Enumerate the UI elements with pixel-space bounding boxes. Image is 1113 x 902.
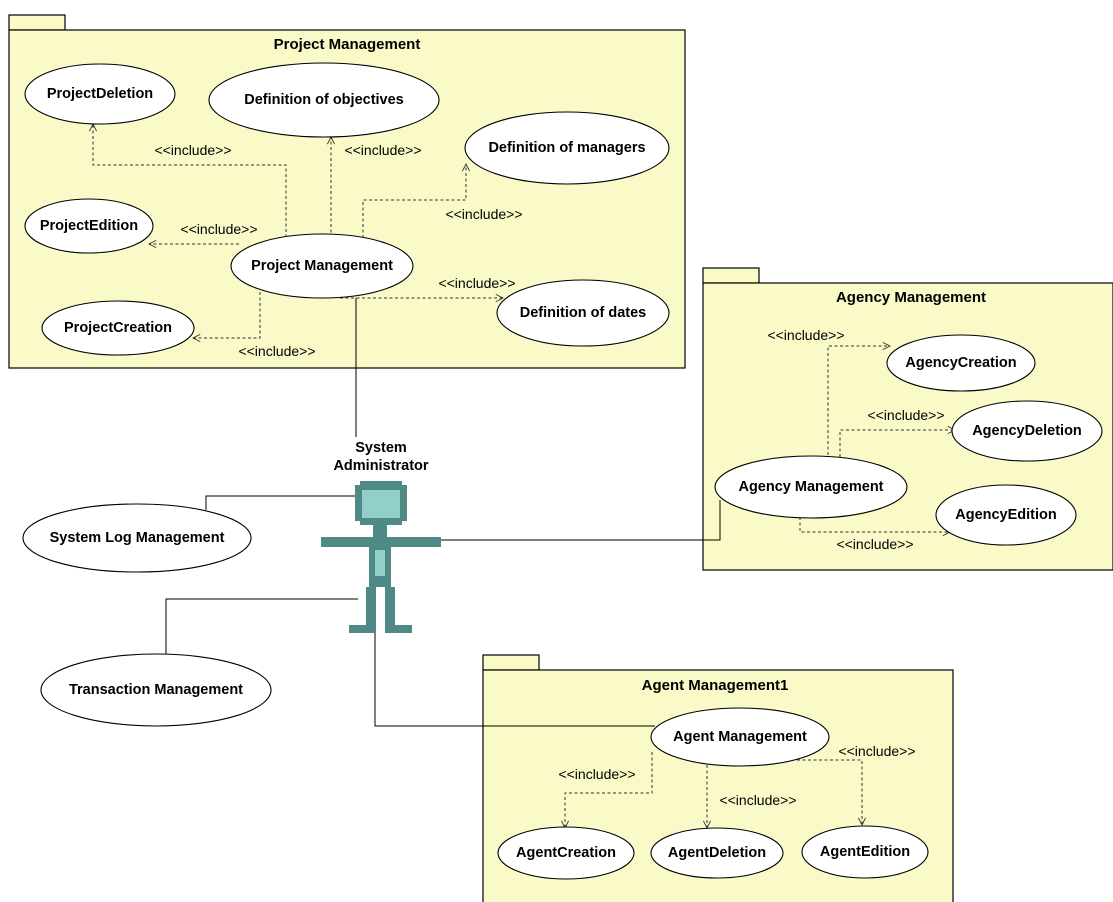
use-case-project-management[interactable]: Project Management bbox=[230, 233, 414, 299]
actor-label-line2: Administrator bbox=[333, 458, 428, 474]
include-label: <<include>> bbox=[838, 743, 915, 759]
use-case-agency-edition[interactable]: AgencyEdition bbox=[935, 484, 1077, 546]
include-label: <<include>> bbox=[344, 142, 421, 158]
include-agent-creation bbox=[565, 752, 653, 828]
include-deletion bbox=[93, 124, 287, 243]
include-labels: <<include>> <<include>> <<include>> <<in… bbox=[154, 142, 944, 808]
include-label: <<include>> bbox=[238, 343, 315, 359]
use-case-definition-of-managers[interactable]: Definition of managers bbox=[464, 111, 670, 185]
include-label: <<include>> bbox=[767, 327, 844, 343]
association-agency-management bbox=[440, 500, 721, 541]
include-label: <<include>> bbox=[836, 536, 913, 552]
package-tab bbox=[702, 267, 760, 284]
include-agency-creation bbox=[827, 346, 890, 455]
agency-include-relations bbox=[799, 346, 955, 532]
use-case-definition-of-objectives[interactable]: Definition of objectives bbox=[208, 62, 440, 138]
svg-text:Definition of dates: Definition of dates bbox=[520, 305, 646, 321]
package-title: Agency Management bbox=[836, 289, 986, 306]
svg-text:System Log Management: System Log Management bbox=[50, 530, 225, 546]
svg-text:ProjectDeletion: ProjectDeletion bbox=[47, 86, 153, 102]
actor-label-line1: System bbox=[355, 440, 407, 456]
use-case-project-creation[interactable]: ProjectCreation bbox=[41, 300, 195, 356]
use-case-project-deletion[interactable]: ProjectDeletion bbox=[24, 63, 176, 125]
package-title: Agent Management1 bbox=[642, 677, 789, 694]
svg-text:Project Management: Project Management bbox=[251, 258, 393, 274]
project-include-relations bbox=[93, 124, 503, 338]
use-case-agent-management[interactable]: Agent Management bbox=[650, 707, 830, 767]
svg-text:AgentCreation: AgentCreation bbox=[516, 845, 616, 861]
svg-text:Transaction Management: Transaction Management bbox=[69, 682, 243, 698]
include-managers bbox=[362, 164, 466, 238]
include-label: <<include>> bbox=[154, 142, 231, 158]
include-label: <<include>> bbox=[445, 206, 522, 222]
package-tab bbox=[482, 654, 540, 671]
svg-text:ProjectCreation: ProjectCreation bbox=[64, 320, 172, 336]
include-label: <<include>> bbox=[438, 275, 515, 291]
svg-text:AgentDeletion: AgentDeletion bbox=[668, 845, 766, 861]
include-label: <<include>> bbox=[180, 221, 257, 237]
use-case-agency-management[interactable]: Agency Management bbox=[714, 455, 908, 519]
use-case-agent-edition[interactable]: AgentEdition bbox=[801, 825, 929, 879]
svg-text:AgencyDeletion: AgencyDeletion bbox=[972, 423, 1082, 439]
association-agent-management bbox=[374, 625, 655, 727]
svg-text:ProjectEdition: ProjectEdition bbox=[40, 218, 138, 234]
include-label: <<include>> bbox=[558, 766, 635, 782]
use-case-agency-creation[interactable]: AgencyCreation bbox=[886, 334, 1036, 392]
svg-text:Definition of objectives: Definition of objectives bbox=[244, 92, 404, 108]
use-case-definition-of-dates[interactable]: Definition of dates bbox=[496, 279, 670, 347]
include-label: <<include>> bbox=[867, 407, 944, 423]
actor-icon bbox=[321, 481, 441, 633]
svg-text:Agency Management: Agency Management bbox=[738, 479, 883, 495]
use-case-agent-creation[interactable]: AgentCreation bbox=[497, 826, 635, 880]
svg-text:Definition of managers: Definition of managers bbox=[488, 140, 645, 156]
associations bbox=[165, 298, 721, 727]
use-case-agency-deletion[interactable]: AgencyDeletion bbox=[951, 400, 1103, 462]
include-label: <<include>> bbox=[719, 792, 796, 808]
svg-text:AgencyEdition: AgencyEdition bbox=[955, 507, 1057, 523]
association-system-log bbox=[205, 495, 357, 510]
package-title: Project Management bbox=[274, 36, 421, 53]
use-case-agent-deletion[interactable]: AgentDeletion bbox=[650, 827, 784, 879]
use-case-system-log-management[interactable]: System Log Management bbox=[22, 503, 252, 573]
association-transaction bbox=[165, 598, 358, 655]
svg-text:AgencyCreation: AgencyCreation bbox=[905, 355, 1016, 371]
svg-text:AgentEdition: AgentEdition bbox=[820, 844, 910, 860]
include-creation bbox=[193, 292, 261, 338]
svg-text:Agent Management: Agent Management bbox=[673, 729, 807, 745]
package-tab bbox=[8, 14, 66, 31]
agent-include-relations bbox=[565, 752, 862, 828]
use-case-transaction-management[interactable]: Transaction Management bbox=[40, 653, 272, 727]
use-case-project-edition[interactable]: ProjectEdition bbox=[24, 198, 154, 254]
actor-system-administrator[interactable]: System Administrator bbox=[321, 440, 441, 633]
